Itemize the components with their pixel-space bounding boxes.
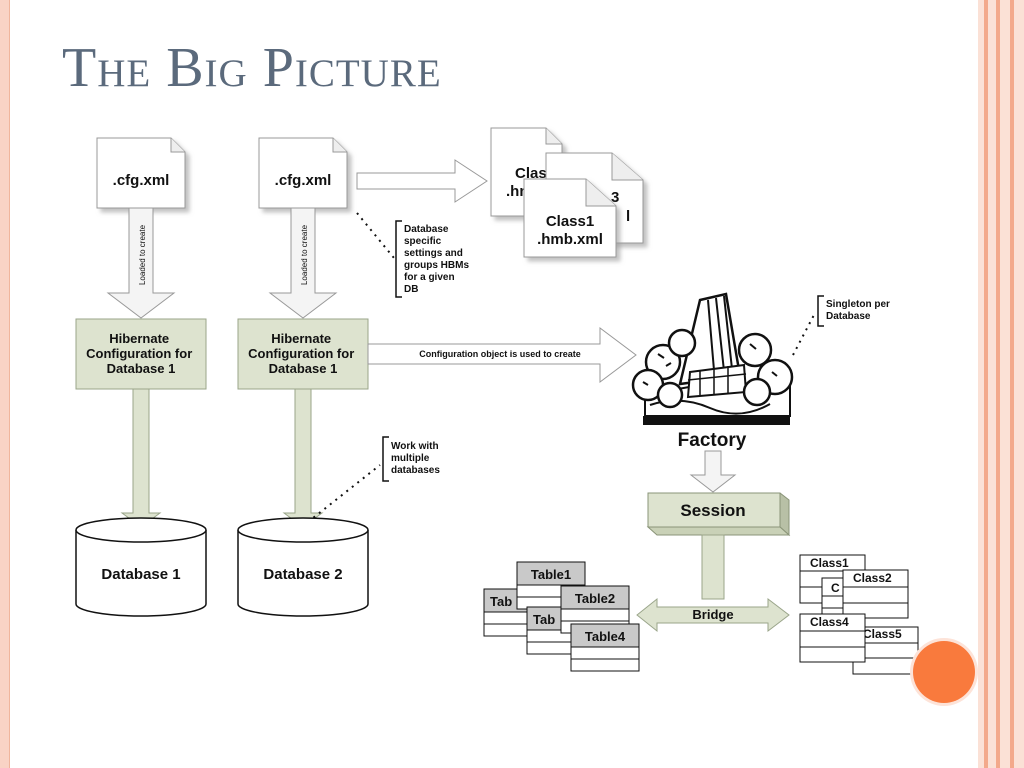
database-2-label: Database 2 — [263, 566, 342, 583]
multi-db-note: Work with multiple databases — [307, 436, 441, 523]
hbm-back-sub: .hn — [506, 183, 529, 200]
factory-note: Singleton per Database — [792, 295, 893, 356]
svg-text:Table1: Table1 — [531, 567, 571, 582]
cfg-to-hbm-arrow — [356, 159, 488, 203]
svg-text:Singleton per Database: Singleton per Database — [826, 299, 893, 322]
config-box-1: Hibernate Configuration for Database 1 — [75, 318, 207, 390]
factory-icon — [631, 292, 794, 425]
config-box-2: Hibernate Configuration for Database 1 — [237, 318, 369, 390]
cfg-file-2-label: .cfg.xml — [275, 172, 332, 189]
create-arrow-label: Configuration object is used to create — [419, 349, 581, 359]
loaded-label-2: Loaded to create — [300, 224, 309, 285]
slide-title: The Big Picture — [62, 37, 442, 99]
hbm-file-front: Class1 .hmb.xml — [523, 178, 617, 258]
cfg-file-2: .cfg.xml — [258, 137, 348, 209]
svg-text:Work with multiple: Work with multiple databases — [391, 441, 441, 476]
svg-text:Table2: Table2 — [575, 591, 615, 606]
hbm-middle-sub: l — [626, 208, 630, 225]
hbm-note: Database specific settings and groups HB… — [356, 212, 472, 298]
hbm-note-text: Database specific settings and groups HB… — [404, 224, 472, 295]
hbm-files: Clas .hn 3 l Class1 .hmb.xml — [490, 127, 644, 258]
right-border — [978, 0, 1024, 768]
database-1: Database 1 — [75, 517, 207, 617]
class-4: Class4 — [799, 613, 866, 663]
orange-dot-decoration — [913, 641, 975, 703]
left-border — [0, 0, 10, 768]
tables-group: Tab Table1 Tab Table2 Table4 — [483, 561, 640, 672]
svg-text:Hibernate Configuration: Hibernate Configuration for Database 1 — [248, 331, 358, 376]
classes-group: Class1 C Class2 Class5 Class4 — [799, 554, 919, 675]
session-label: Session — [680, 501, 745, 520]
config-to-factory-arrow: Configuration object is used to create — [367, 327, 637, 383]
svg-text:Class1: Class1 — [810, 556, 849, 570]
cfg-file-1-label: .cfg.xml — [113, 172, 170, 189]
svg-text:C: C — [831, 581, 840, 595]
loaded-arrow-1: Loaded to create — [106, 207, 176, 319]
svg-text:Tab: Tab — [533, 612, 555, 627]
svg-text:Class4: Class4 — [810, 615, 849, 629]
svg-text:Tab: Tab — [490, 594, 512, 609]
cfg-file-1: .cfg.xml — [96, 137, 186, 209]
table-4: Table4 — [570, 623, 640, 672]
factory-to-session-arrow — [689, 450, 737, 493]
hbm-middle-title: 3 — [611, 189, 619, 206]
session-box: Session — [646, 492, 791, 537]
loaded-label-1: Loaded to create — [138, 224, 147, 285]
svg-text:Table4: Table4 — [585, 629, 626, 644]
svg-text:Hibernate Configuration: Hibernate Configuration for Database 1 — [86, 331, 196, 376]
svg-text:Class2: Class2 — [853, 571, 892, 585]
database-2: Database 2 — [237, 517, 369, 617]
bridge-arrow: Bridge — [636, 597, 790, 633]
loaded-arrow-2: Loaded to create — [268, 207, 338, 319]
hbm-front-line1: Class1 — [546, 213, 594, 230]
session-bridge-connector — [701, 534, 725, 600]
class-2: Class2 — [842, 569, 909, 619]
hbm-back-title: Clas — [515, 165, 547, 182]
factory-label: Factory — [678, 430, 747, 451]
hbm-front-line2: .hmb.xml — [537, 231, 603, 248]
bridge-label: Bridge — [692, 607, 733, 622]
database-1-label: Database 1 — [101, 566, 180, 583]
svg-text:Class5: Class5 — [863, 627, 902, 641]
config-to-db-arrow-1 — [120, 388, 162, 528]
config-to-db-arrow-2 — [282, 388, 324, 528]
